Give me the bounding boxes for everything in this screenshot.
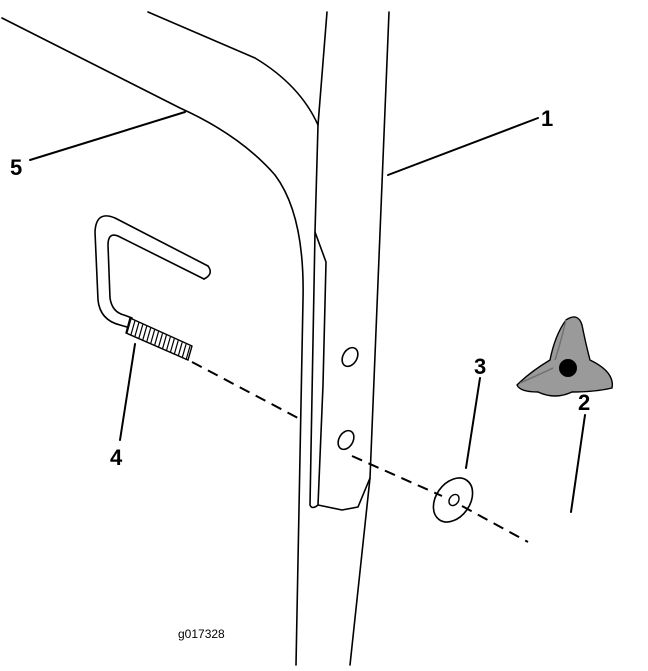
callout-4: 4 xyxy=(110,445,123,470)
thread-mark xyxy=(169,338,175,353)
thread-mark xyxy=(150,329,156,344)
thread-mark xyxy=(130,320,136,335)
bracket-post xyxy=(309,11,390,666)
callout-3: 3 xyxy=(474,354,486,379)
leader-4 xyxy=(119,343,136,441)
bolt-thread xyxy=(125,317,193,361)
lower-hole xyxy=(337,429,355,451)
thread-mark xyxy=(173,340,179,355)
washer xyxy=(432,477,474,523)
thread-mark xyxy=(161,335,167,350)
thread-mark xyxy=(153,331,160,346)
thread-mark xyxy=(146,327,152,343)
callout-2: 2 xyxy=(578,390,590,415)
knob-stud-hole xyxy=(559,359,577,377)
thread-mark xyxy=(157,333,164,348)
washer-hole xyxy=(448,493,460,507)
thread-mark xyxy=(126,318,132,334)
assembly-axis xyxy=(191,361,529,543)
callout-1: 1 xyxy=(541,106,553,131)
leader-2 xyxy=(570,414,586,513)
thread-mark xyxy=(134,322,140,337)
leader-5 xyxy=(29,111,186,161)
leader-1 xyxy=(387,117,539,176)
thread-mark xyxy=(185,345,191,361)
thread-mark xyxy=(177,342,183,357)
thread-mark xyxy=(142,326,148,341)
leader-lines xyxy=(29,111,586,513)
thread-mark xyxy=(138,324,144,339)
hood-frame xyxy=(1,11,319,666)
figure-id: g017328 xyxy=(178,627,225,641)
upper-hole xyxy=(341,346,359,368)
knob xyxy=(516,316,614,397)
thread-mark xyxy=(181,344,187,359)
thread-mark xyxy=(165,336,171,352)
callout-5: 5 xyxy=(10,155,22,180)
j-bolt xyxy=(94,215,212,361)
leader-3 xyxy=(465,377,481,469)
